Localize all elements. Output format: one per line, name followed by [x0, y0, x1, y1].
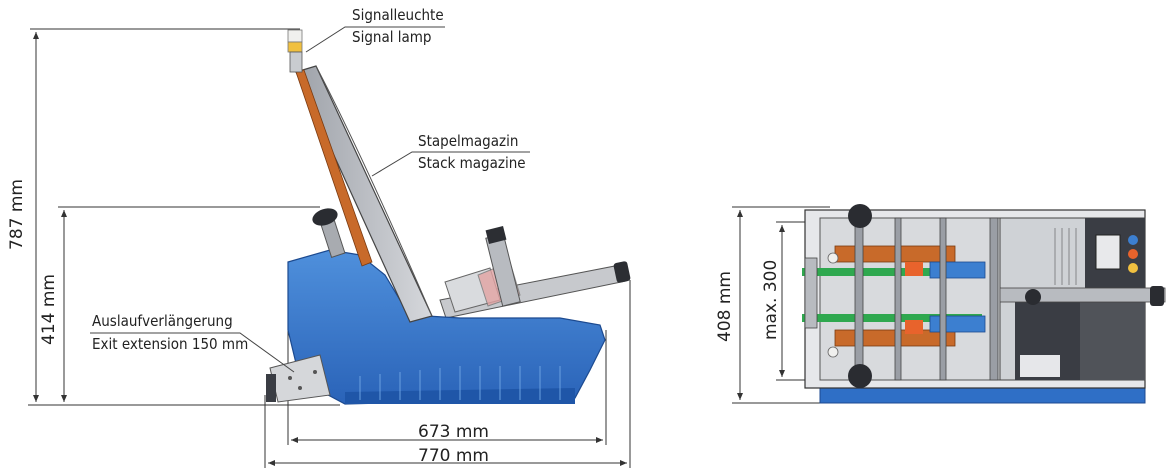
top-sensor-upper: [827, 252, 839, 264]
dim-673-label: 673 mm: [418, 422, 489, 442]
stack-magazine: [295, 65, 433, 323]
label-exit-en: Exit extension 150 mm: [92, 335, 248, 353]
leader-signal: [305, 26, 445, 53]
top-view: 408 mm max. 300: [715, 204, 1166, 404]
label-stack-de: Stapelmagazin: [418, 132, 518, 150]
side-view: 787 mm 414 mm 673 mm 770 mm: [7, 6, 631, 468]
signal-lamp: [287, 29, 303, 73]
top-sensor-lower: [827, 346, 839, 358]
dim-770-label: 770 mm: [418, 446, 489, 466]
control-section: [999, 217, 1166, 381]
machine-body: [287, 249, 606, 405]
side-knob: [312, 208, 346, 258]
dim-300-label: max. 300: [761, 260, 781, 340]
leader-stack: [371, 151, 530, 177]
vent-lines: [359, 366, 561, 400]
top-knob-upper: [848, 204, 872, 228]
top-knob-lower: [848, 364, 872, 388]
top-inner-frame: [819, 217, 1001, 381]
dim-408-label: 408 mm: [715, 271, 735, 342]
top-left-bracket: [804, 257, 818, 329]
label-exit-de: Auslaufverlängerung: [92, 312, 233, 330]
label-stack-en: Stack magazine: [418, 154, 526, 172]
dim-414-label: 414 mm: [39, 274, 59, 345]
feed-arm: [439, 226, 631, 319]
dim-787-label: 787 mm: [7, 179, 27, 250]
label-signal-en: Signal lamp: [352, 28, 431, 46]
label-signal-de: Signalleuchte: [352, 6, 444, 24]
leader-exit: [90, 332, 295, 373]
exit-extension: [266, 354, 331, 403]
